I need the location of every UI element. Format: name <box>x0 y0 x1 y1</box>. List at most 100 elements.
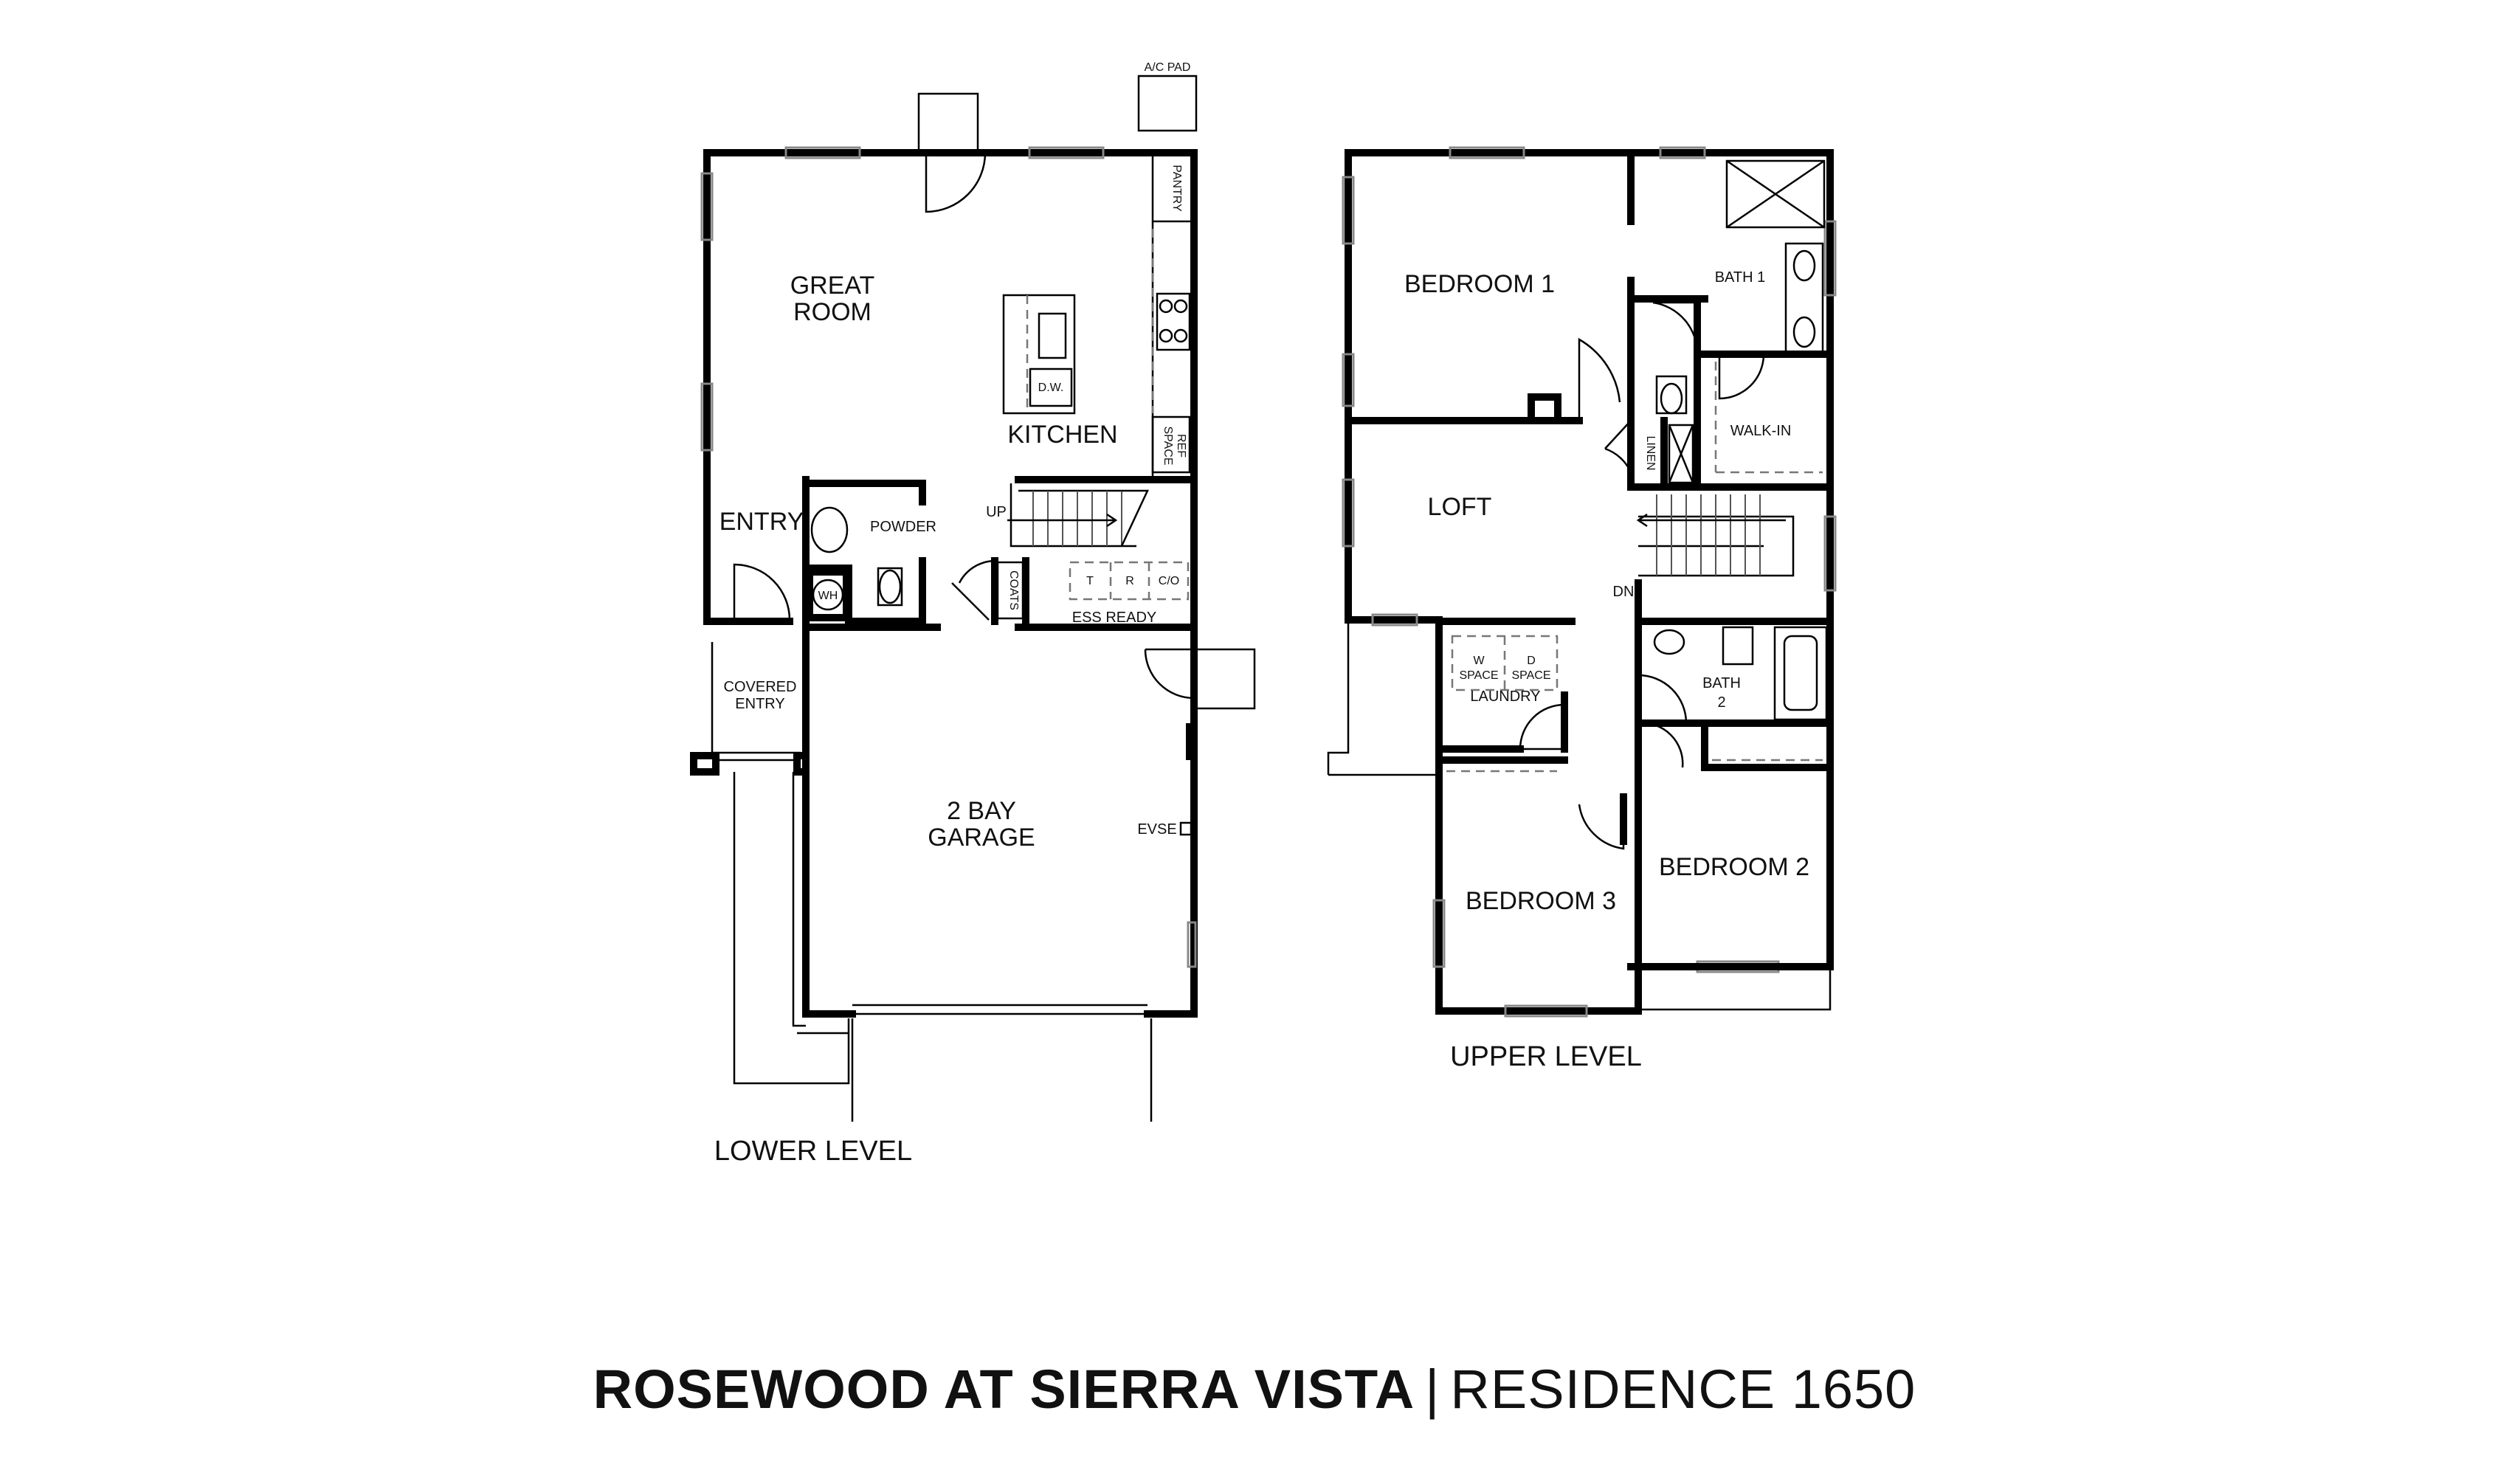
window <box>1823 220 1837 297</box>
dryer-label-line-2: SPACE <box>1511 669 1550 682</box>
evse-box <box>1179 821 1193 836</box>
shower <box>1725 159 1826 229</box>
walk-in-label: WALK-IN <box>1730 423 1792 439</box>
powder-sink <box>810 506 849 553</box>
evse-label: EVSE <box>1137 821 1176 838</box>
washer-label-line-1: W <box>1473 655 1485 667</box>
washer-dryer-space <box>1451 635 1559 691</box>
community-name: ROSEWOOD AT SIERRA VISTA <box>593 1359 1415 1420</box>
lower-exterior-wall-top-right <box>703 149 1198 482</box>
window <box>1659 146 1706 159</box>
powder-label: POWDER <box>870 519 936 535</box>
upper-level-labels: BEDROOM 1 BATH 1 WALK-IN LOFT LINEN DN W… <box>1404 269 1809 1072</box>
column <box>690 752 719 776</box>
laundry-door <box>1519 703 1565 750</box>
dn-label: DN <box>1613 584 1635 600</box>
entry-door <box>733 563 791 621</box>
lower-level-plan <box>690 75 1256 1122</box>
window <box>1823 515 1837 592</box>
side-stoop <box>1193 648 1256 710</box>
toilet <box>1655 375 1688 415</box>
lower-level-labels: A/C PAD GREAT ROOM KITCHEN ENTRY POWDER … <box>714 61 1191 1167</box>
laundry-label: LAUNDRY <box>1470 688 1540 705</box>
stairs <box>1010 483 1136 548</box>
lower-level-label: LOWER LEVEL <box>714 1136 912 1167</box>
water-heater-label: WH <box>818 590 838 602</box>
upper-level-label: UPPER LEVEL <box>1450 1041 1642 1072</box>
title-separator: | <box>1425 1359 1440 1420</box>
loft-label: LOFT <box>1428 493 1492 521</box>
ac-pad-label: A/C PAD <box>1145 61 1191 74</box>
toilet <box>1722 626 1754 666</box>
dishwasher-label: D.W. <box>1038 382 1064 394</box>
plan-title: ROSEWOOD AT SIERRA VISTA|RESIDENCE 1650 <box>0 1358 2509 1421</box>
rear-stoop <box>917 92 979 154</box>
ess-ready-label: ESS READY <box>1072 610 1156 626</box>
window <box>1371 613 1418 627</box>
linen-door <box>1604 420 1632 473</box>
rear-door <box>925 152 987 213</box>
window <box>1342 478 1355 548</box>
up-label: UP <box>986 504 1007 520</box>
bathtub <box>1773 626 1828 721</box>
covered-entry-label-line-1: COVERED <box>724 679 797 695</box>
washer-label-line-2: SPACE <box>1459 669 1498 682</box>
toilet <box>877 567 903 607</box>
window <box>700 172 714 241</box>
dishwasher <box>1029 367 1073 407</box>
bedroom-1-label: BEDROOM 1 <box>1404 270 1555 298</box>
bath-2-label-line-1: BATH <box>1702 675 1741 691</box>
window <box>1342 353 1355 407</box>
window <box>1028 146 1105 159</box>
window <box>1504 1004 1588 1018</box>
great-room-label-line-2: ROOM <box>793 298 872 326</box>
upper-exterior-wall-left <box>1345 149 1443 624</box>
column <box>1528 393 1561 424</box>
window <box>700 382 714 452</box>
great-room-label-line-1: GREAT <box>790 272 875 300</box>
residence-name: RESIDENCE 1650 <box>1450 1359 1916 1420</box>
ess-r-label: R <box>1125 575 1134 587</box>
powder-room-wall <box>802 480 926 505</box>
bath-2-door <box>1637 674 1688 724</box>
window <box>784 146 861 159</box>
kitchen-island <box>1002 294 1076 415</box>
water-heater <box>812 579 844 611</box>
bath-1-label: BATH 1 <box>1715 269 1766 286</box>
upper-level-plan <box>1327 146 1837 1018</box>
garage-left-wall <box>802 476 856 1018</box>
coats-label: COATS <box>1007 570 1020 610</box>
window <box>1342 176 1355 245</box>
garage-label-line-2: GARAGE <box>928 824 1035 852</box>
pantry-label: PANTRY <box>1170 165 1183 212</box>
walkway <box>733 772 850 1085</box>
garage-side-door <box>1144 648 1195 700</box>
upper-exterior-wall-top-right <box>1345 149 1834 624</box>
ledge <box>1327 620 1350 775</box>
bath-2-sink <box>1653 629 1685 655</box>
cooktop <box>1156 292 1191 351</box>
sink <box>1038 312 1067 359</box>
bedroom-2-door <box>1637 722 1684 768</box>
garage-label-line-1: 2 BAY <box>947 797 1016 825</box>
bedroom-3-label: BEDROOM 3 <box>1466 887 1616 915</box>
kitchen-label: KITCHEN <box>1007 421 1117 449</box>
window <box>1449 146 1525 159</box>
bedroom-2-label: BEDROOM 2 <box>1659 853 1809 881</box>
ess-t-label: T <box>1086 575 1094 587</box>
linen-closet <box>1668 424 1694 484</box>
vanity <box>1784 242 1824 356</box>
linen-label: LINEN <box>1644 435 1657 470</box>
bath-2-label-line-2: 2 <box>1717 694 1725 711</box>
dryer-label-line-1: D <box>1527 655 1536 667</box>
bedroom-1-door <box>1578 337 1621 421</box>
entry-label: ENTRY <box>719 508 804 536</box>
ref-label-line-1: REF <box>1175 434 1187 458</box>
bedroom-3-door <box>1578 797 1625 850</box>
coat-door <box>958 559 995 584</box>
window <box>1432 899 1446 968</box>
water-heater-closet <box>806 568 850 621</box>
ac-pad <box>1137 75 1198 132</box>
ess-co-label: C/O <box>1159 575 1179 587</box>
